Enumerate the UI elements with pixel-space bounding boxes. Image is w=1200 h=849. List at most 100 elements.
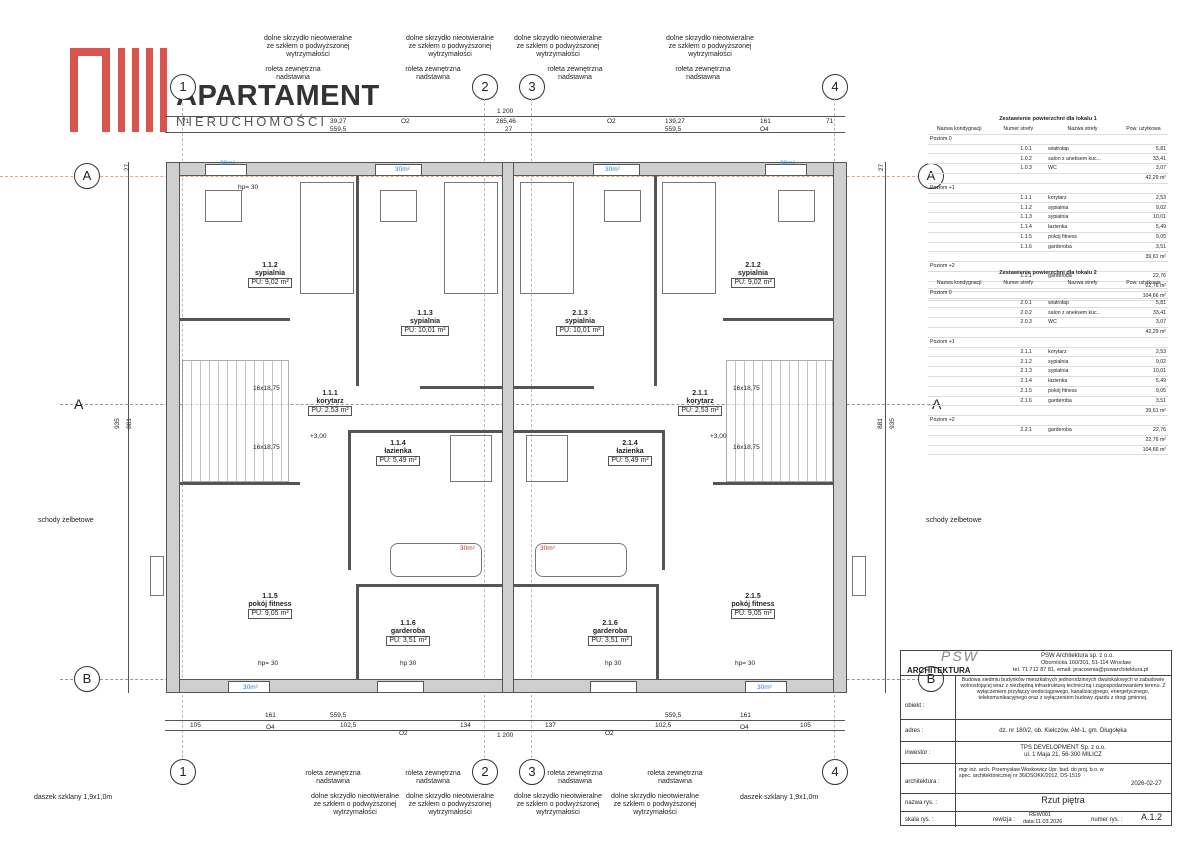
dim-top-left2: 559,5 [330,126,347,133]
bathtub-right [535,543,627,577]
table-header: Numer strefy [990,279,1047,289]
o2-label-bot-1: O2 [399,730,408,737]
table-cell: 5,49 [1118,222,1168,233]
dim-top-total: 1 200 [497,108,514,115]
table-cell [990,183,1047,194]
table-cell [990,173,1047,184]
dim-bot-137: 137 [545,722,556,729]
window-area-5: 30m² [243,684,258,691]
outer-wall-left [166,162,180,693]
table-cell [928,317,991,328]
glass-roof-left: daszek szklany 1,9x1,0m [34,794,113,801]
o2-label-top-1: O2 [401,118,410,125]
table-cell [1118,134,1168,145]
hp-label-5: hp= 30 [735,660,756,667]
table-cell [990,261,1047,272]
shower-left [450,435,492,482]
table-cell [928,242,991,253]
table-cell [990,337,1047,348]
table-cell [928,163,991,174]
inwestor-text-2: ul. 1 Maja 21, 56-300 MILICZ [1024,752,1102,758]
table-cell: 2.1.4 [990,376,1047,387]
hp-label-2: hp= 30 [258,660,279,667]
inwestor-label: inwestor : [905,750,931,756]
table-header: Nazwa kondygnacji [928,279,991,289]
table-cell: 5,49 [1118,376,1168,387]
table-cell [928,347,991,358]
level-left: +3,00 [310,433,327,440]
obiekt-text: Budowa siedmiu budynków mieszkalnych jed… [960,677,1166,701]
dim-bot-161b: 161 [740,712,751,719]
table-cell [990,415,1047,426]
table-header: Nazwa strefy [1046,279,1119,289]
rewizja-label: rewizja : [993,817,1016,823]
table-cell: 9,05 [1118,386,1168,397]
table-cell: garderoba [1046,396,1119,407]
table-cell [1046,251,1119,263]
table-cell: 3,07 [1118,163,1168,174]
dim-v-881-right: 881 [876,418,884,429]
table-cell [1046,445,1119,456]
bed-2 [444,182,498,294]
table-cell [928,366,991,377]
table-cell: 2.1.6 [990,396,1047,407]
table-cell [928,222,991,233]
table-row: 39,61 m² [928,405,1168,417]
table-cell: 5,81 [1118,144,1168,155]
table-cell: 2.1.3 [990,366,1047,377]
table-cell: 33,41 [1118,307,1168,319]
desk-1 [205,190,242,222]
table-row: 104,66 m² [928,445,1168,456]
table-row: 22,76 m² [928,435,1168,446]
dim-bot-105a: 105 [190,722,201,729]
table-cell [1118,288,1168,299]
hp-label-4: hp 30 [605,660,622,667]
table-cell [1046,288,1119,299]
project-date: 2026-02-27 [1131,781,1162,787]
table-cell: korytarz [1046,347,1119,358]
dim-v-935-right: 935 [888,418,896,429]
stairs-note-right: schody żelbetowe [926,517,982,524]
skala-label: skala rys. : [905,817,934,823]
inwestor-text-1: TPS DEVELOPMENT Sp. z o.o. [1020,745,1106,751]
axis-a-mid-left: A [74,396,84,412]
table-cell: Poziom 0 [928,134,991,145]
table-row: 42,29 m² [928,327,1168,338]
dim-v-935-left: 935 [113,418,121,429]
table-cell: sypialnia [1046,212,1119,223]
table-cell: 33,41 [1118,153,1168,165]
title-block: PSW ARCHITEKTURA PSW Architektura sp. z … [900,649,1172,827]
table-cell [928,193,991,204]
table-header: Nazwa kondygnacji [928,125,991,135]
table-cell: 10,01 [1118,212,1168,223]
table-cell [990,327,1047,338]
table-cell [1046,183,1119,194]
table-cell: 3,07 [1118,317,1168,328]
table-cell: 1.1.1 [990,193,1047,204]
table-header: Pow. użytkowa [1118,125,1168,135]
window-area-8: 30m² [540,545,555,552]
table-cell [928,173,991,184]
stairs-note-left: schody żelbetowe [38,517,94,524]
table-cell: WC [1046,163,1119,174]
table-cell [928,435,991,446]
